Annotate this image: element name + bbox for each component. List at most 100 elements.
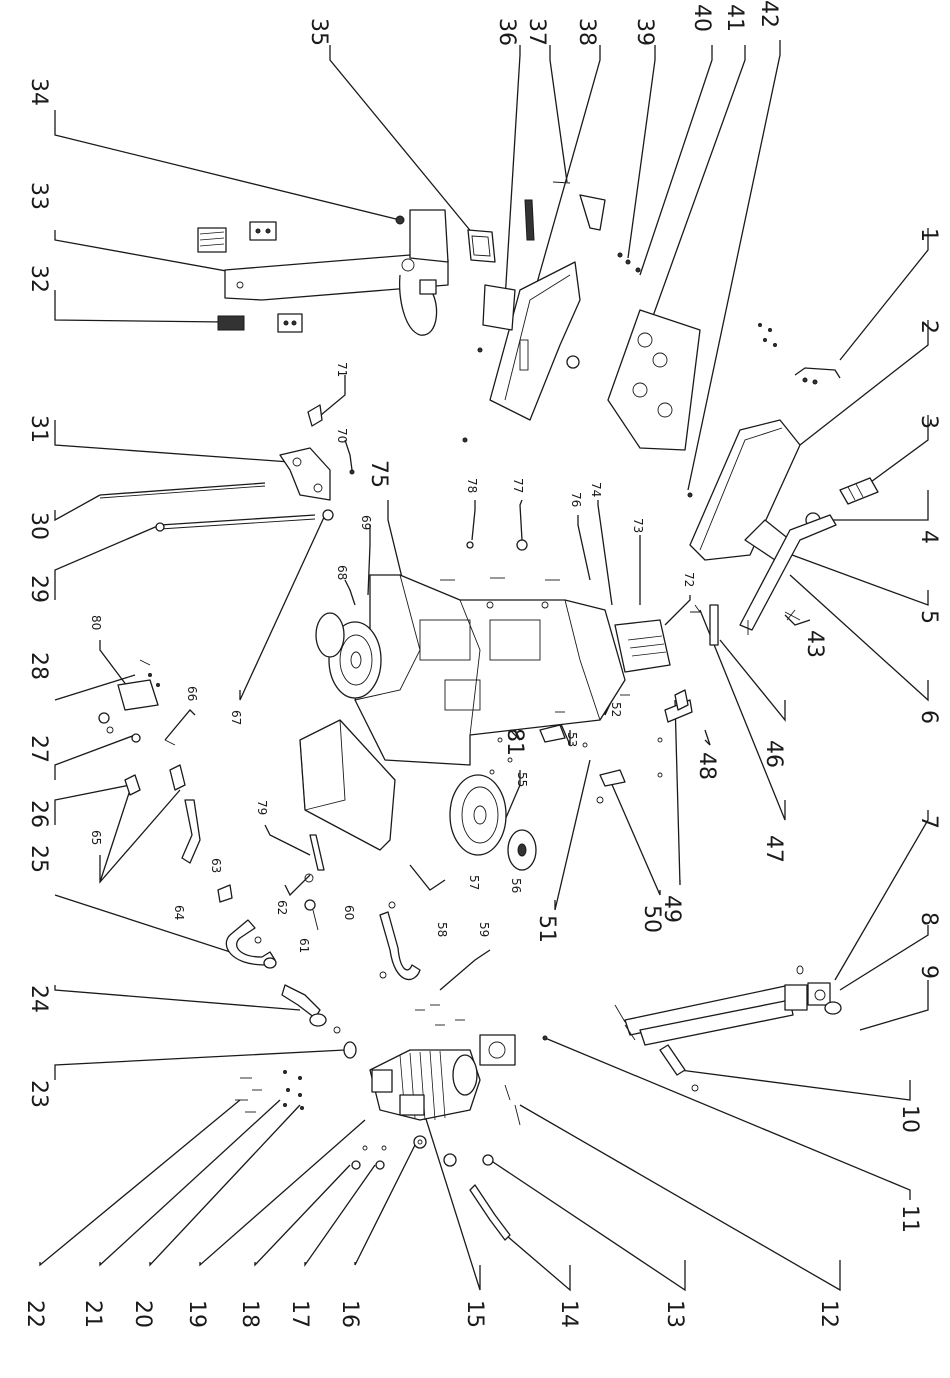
chassis-part	[355, 575, 625, 765]
leader-1	[840, 228, 928, 360]
callout-18: 18	[237, 1300, 262, 1328]
leader-49	[675, 700, 680, 885]
hydraulic-cylinder-part	[615, 966, 841, 1045]
callout-39: 39	[632, 18, 657, 46]
leader-50	[610, 780, 660, 895]
callout-7: 7	[916, 815, 941, 829]
leader-35	[330, 45, 478, 240]
callout-5: 5	[916, 610, 941, 624]
leader-9	[860, 980, 928, 1030]
callout-22: 22	[22, 1300, 47, 1328]
callout-31: 31	[26, 415, 51, 443]
leader-12	[520, 1105, 840, 1290]
leader-78	[472, 500, 475, 540]
callout-72: 72	[682, 572, 696, 587]
leader-11	[545, 1038, 910, 1200]
leader-39	[628, 45, 655, 258]
callout-55: 55	[515, 772, 529, 787]
leader-30	[55, 495, 100, 520]
leader-15	[420, 1100, 480, 1290]
callout-74: 74	[589, 482, 603, 497]
callout-51: 51	[534, 915, 559, 943]
leader-62	[285, 875, 310, 895]
callout-63: 63	[209, 858, 223, 873]
leader-58	[410, 865, 445, 890]
callout-6: 6	[916, 710, 941, 724]
callout-69: 69	[359, 515, 373, 530]
leader-48	[705, 730, 710, 745]
leader-66	[165, 710, 195, 740]
bolts-59-part	[415, 1005, 465, 1025]
callout-79: 79	[255, 800, 269, 815]
callout-36: 36	[494, 18, 519, 46]
callout-53: 53	[565, 732, 579, 747]
control-knob-parts	[218, 835, 324, 930]
callout-2: 2	[916, 320, 941, 334]
grip-part	[468, 230, 495, 262]
leader-74	[598, 500, 612, 605]
leader-14	[500, 1230, 570, 1290]
callout-11: 11	[897, 1205, 922, 1233]
pressure-hose-part	[226, 920, 276, 968]
callout-52: 52	[609, 702, 623, 717]
control-valve-part	[99, 660, 185, 795]
callout-17: 17	[287, 1300, 312, 1328]
callout-61: 61	[297, 938, 311, 953]
electric-motor-part	[370, 1035, 515, 1120]
callout-76: 76	[569, 492, 583, 507]
callout-65: 65	[89, 830, 103, 845]
fitting-part	[444, 1154, 493, 1166]
leader-40	[640, 45, 712, 275]
callout-78: 78	[465, 478, 479, 493]
callout-48: 48	[694, 752, 719, 780]
callout-81: 81	[502, 728, 527, 756]
rod-part	[690, 605, 718, 645]
screws-part	[235, 1071, 304, 1113]
callout-47: 47	[761, 835, 786, 863]
leader-7	[835, 810, 928, 980]
leader-36	[505, 45, 520, 300]
callout-33: 33	[26, 182, 51, 210]
callout-16: 16	[337, 1300, 362, 1328]
knob-part	[840, 478, 878, 504]
leader-23	[55, 1050, 345, 1080]
callout-64: 64	[172, 905, 186, 920]
callout-37: 37	[524, 18, 549, 46]
wheel-part	[450, 775, 506, 855]
callout-12: 12	[816, 1300, 841, 1328]
leader-42	[688, 40, 780, 490]
leader-4	[820, 490, 928, 520]
leader-2	[800, 320, 928, 445]
callout-3: 3	[916, 415, 941, 429]
leader-21	[100, 1100, 280, 1265]
leader-38	[535, 45, 600, 290]
leader-77	[520, 500, 522, 540]
callout-27: 27	[26, 735, 51, 763]
leader-19	[200, 1120, 365, 1265]
callout-14: 14	[556, 1300, 581, 1328]
hose-58-part	[380, 902, 420, 980]
leader-27	[55, 735, 135, 780]
wedge-rail-part	[483, 200, 580, 420]
callout-60: 60	[342, 905, 356, 920]
leader-10	[680, 1070, 910, 1100]
leader-26	[55, 785, 130, 825]
leader-31	[55, 420, 290, 462]
hub-part	[508, 830, 536, 870]
chassis-bolts-part	[440, 540, 560, 608]
leader-22	[40, 1100, 240, 1265]
hose-fittings-part	[282, 985, 356, 1058]
leader-25	[55, 895, 255, 960]
leader-72	[665, 595, 690, 625]
leader-13	[490, 1160, 685, 1290]
callout-42: 42	[756, 0, 781, 28]
callout-77: 77	[511, 478, 525, 493]
leader-68	[345, 580, 355, 605]
leader-67	[240, 515, 325, 700]
callout-66: 66	[185, 686, 199, 701]
callout-35: 35	[306, 18, 331, 46]
leader-16	[355, 1145, 415, 1265]
callout-46: 46	[761, 740, 786, 768]
leader-32	[55, 290, 225, 322]
